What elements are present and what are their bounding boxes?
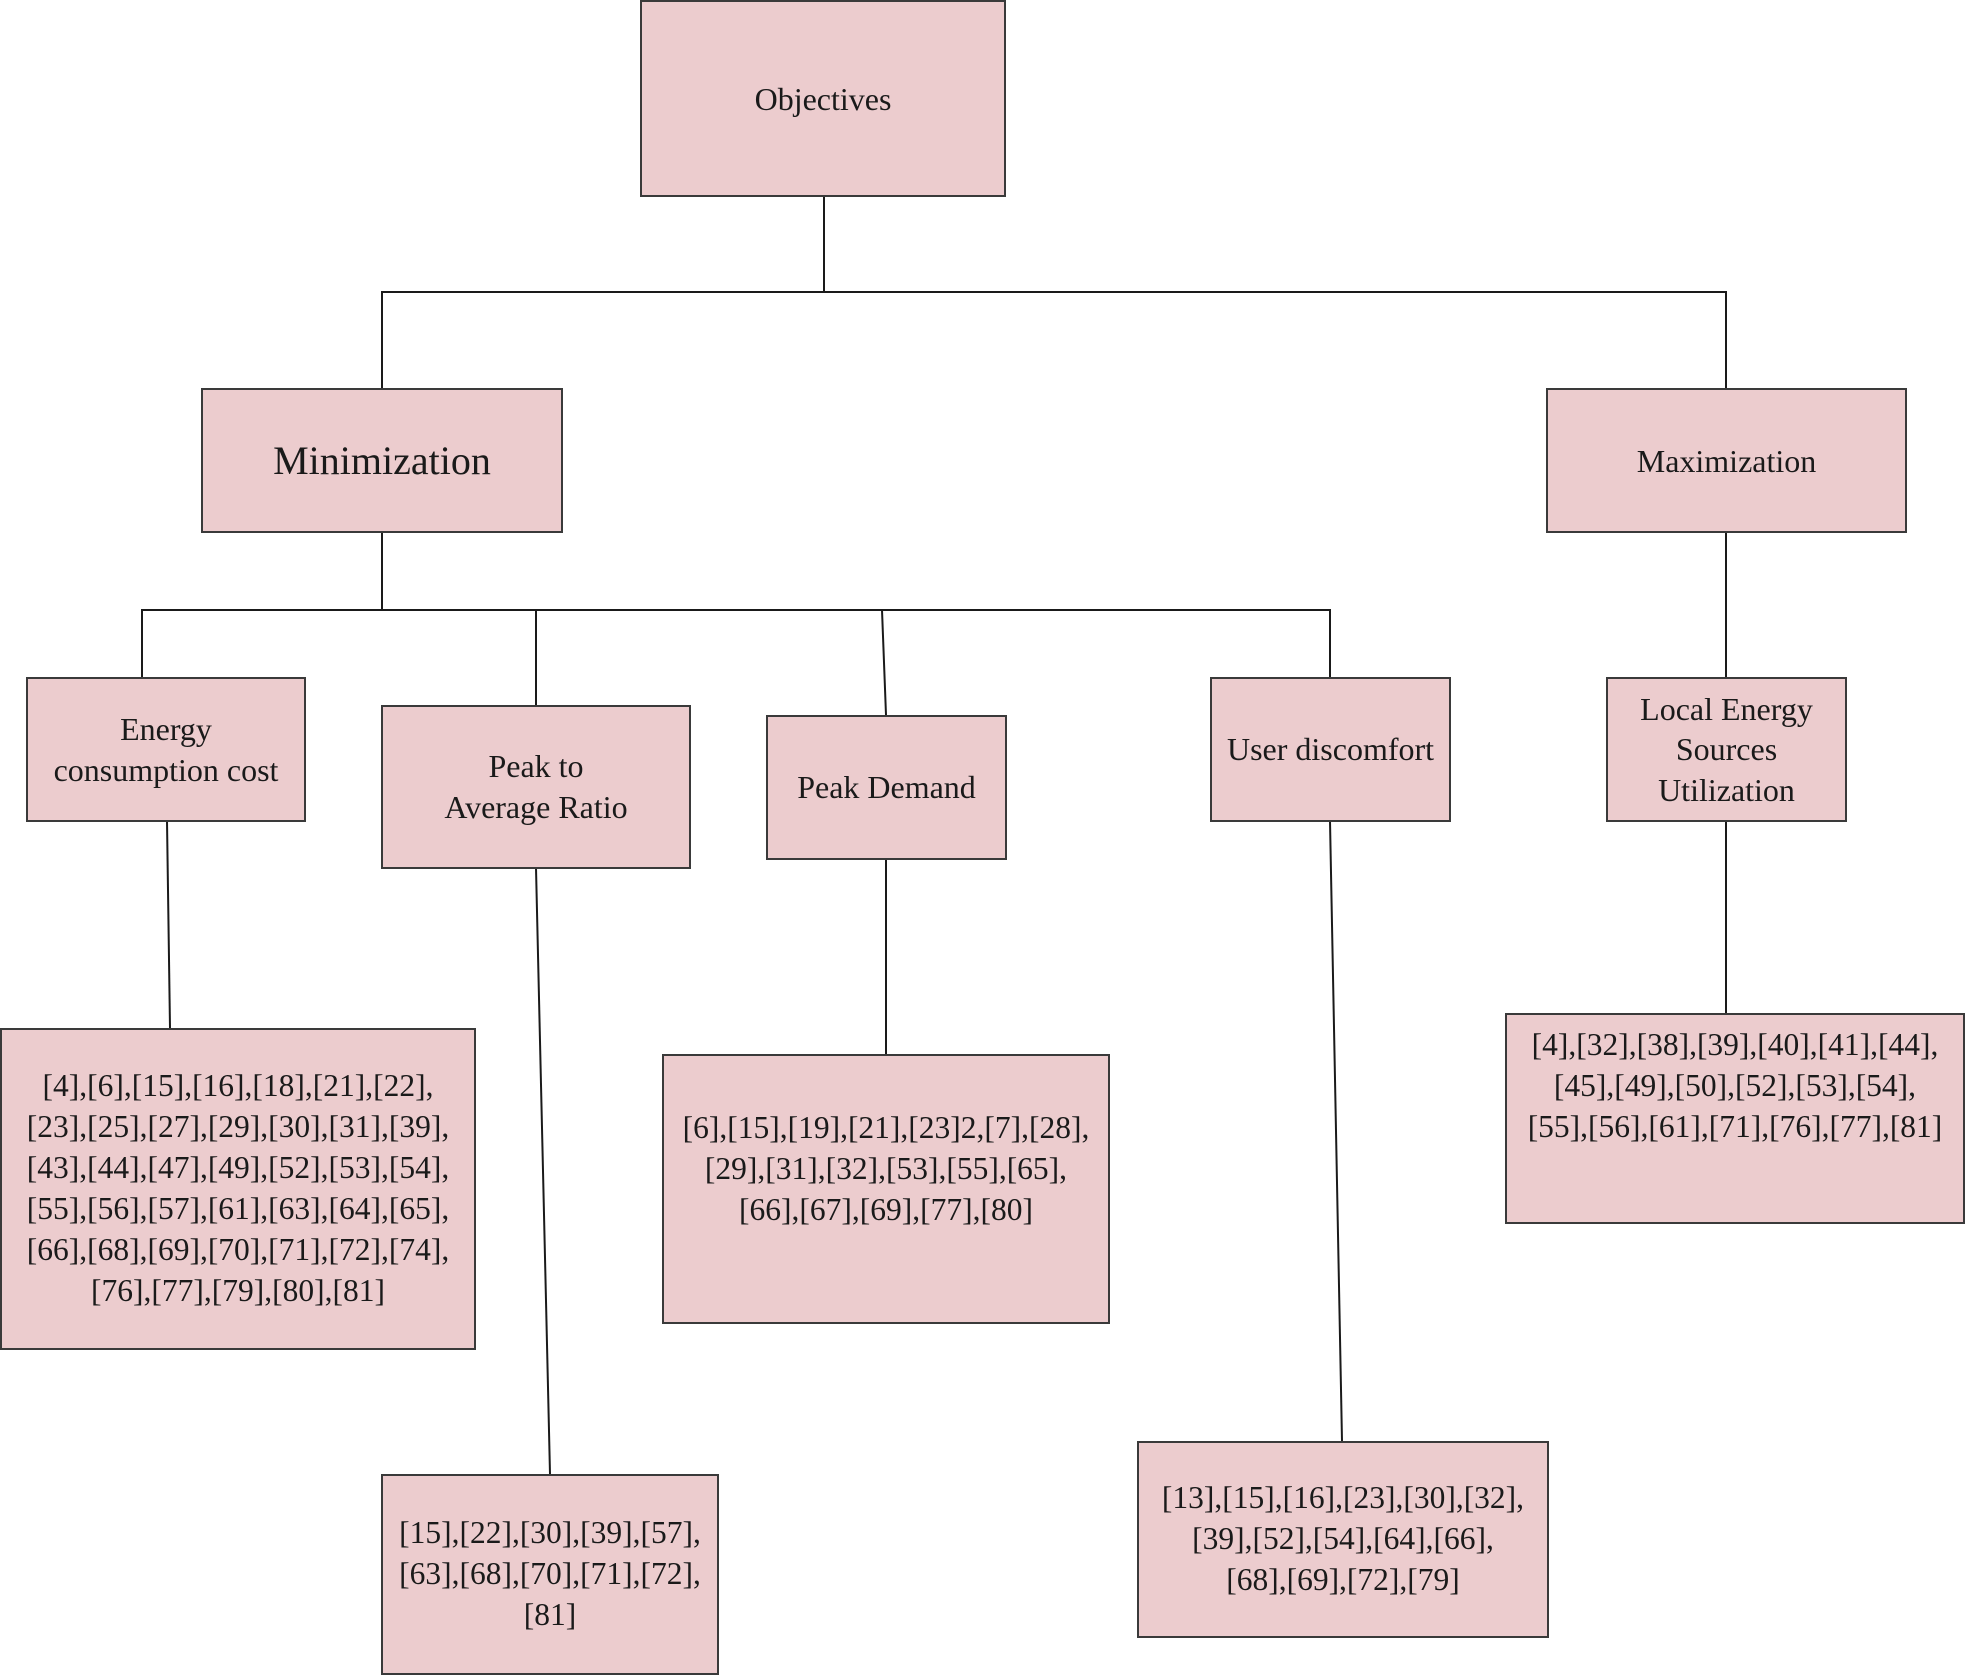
connector-minimization-bus: [141, 609, 1331, 677]
connector-root-branches: [381, 291, 1727, 388]
peak-demand-node: Peak Demand: [766, 715, 1007, 860]
local-energy-sources-utilization-node: Local Energy Sources Utilization: [1606, 677, 1847, 822]
user-discomfort-label: User discomfort: [1226, 731, 1435, 768]
connector-energy-cost-refs: [166, 820, 171, 1029]
peak-to-average-ratio-node: Peak to Average Ratio: [381, 705, 691, 869]
maximization-node: Maximization: [1546, 388, 1907, 533]
local-energy-references-box: [4],[32],[38],[39],[40],[41],[44], [45],…: [1505, 1013, 1965, 1224]
maximization-label: Maximization: [1636, 442, 1817, 479]
peak-demand-references-box: [6],[15],[19],[21],[23]2,[7],[28], [29],…: [662, 1054, 1110, 1324]
connector-user-discomfort-refs: [1329, 820, 1343, 1442]
user-discomfort-references: [13],[15],[16],[23],[30],[32], [39],[52]…: [1161, 1480, 1525, 1597]
local-energy-sources-utilization-label: Local Energy Sources Utilization: [1640, 690, 1813, 808]
user-discomfort-node: User discomfort: [1210, 677, 1451, 822]
par-references: [15],[22],[30],[39],[57], [63],[68],[70]…: [399, 1515, 701, 1632]
energy-cost-references: [4],[6],[15],[16],[18],[21],[22], [23],[…: [26, 1068, 450, 1308]
peak-to-average-ratio-label: Peak to Average Ratio: [444, 748, 628, 825]
peak-demand-label: Peak Demand: [797, 769, 976, 806]
user-discomfort-references-box: [13],[15],[16],[23],[30],[32], [39],[52]…: [1137, 1441, 1549, 1638]
objectives-node: Objectives: [640, 0, 1006, 197]
local-energy-references: [4],[32],[38],[39],[40],[41],[44], [45],…: [1527, 1027, 1943, 1144]
energy-cost-references-box: [4],[6],[15],[16],[18],[21],[22], [23],[…: [0, 1028, 476, 1350]
minimization-node: Minimization: [201, 388, 563, 533]
energy-consumption-cost-label: Energy consumption cost: [53, 710, 279, 788]
peak-demand-references: [6],[15],[19],[21],[23]2,[7],[28], [29],…: [682, 1110, 1090, 1227]
par-references-box: [15],[22],[30],[39],[57], [63],[68],[70]…: [381, 1474, 719, 1675]
minimization-label: Minimization: [273, 437, 491, 483]
objectives-label: Objectives: [754, 80, 892, 117]
energy-consumption-cost-node: Energy consumption cost: [26, 677, 306, 822]
connector-to-peak-demand: [881, 609, 887, 716]
connector-par-refs: [535, 867, 551, 1475]
